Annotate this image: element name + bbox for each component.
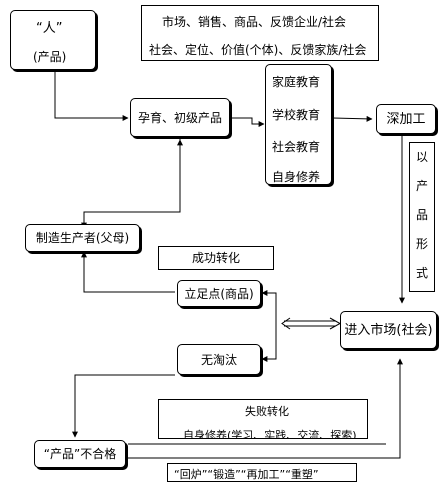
bottom-note-box: “回炉”“锻造”“再加工”“重塑” [167,463,357,482]
ren-box: “人” (产品) [10,10,96,70]
no-elimination-label: 无淘汰 [200,352,237,367]
yun-box: 孕育、初级产品 [130,98,230,137]
vertical-char: 式 [415,266,428,280]
market-box: 进入市场(社会) [340,311,437,349]
vertical-char: 形 [415,237,428,251]
foothold-label: 立足点(商品) [184,286,254,301]
bottom-note-label: “回炉”“锻造”“再加工”“重塑” [174,468,319,481]
top-note-line2: 社会、定位、价值(个体)、反馈家族/社会 [149,43,367,57]
education-item: 社会教育 [272,140,321,154]
success-label-box: 成功转化 [158,246,274,270]
education-item: 自身修养 [272,170,321,184]
success-label: 成功转化 [191,251,240,265]
yun-label: 孕育、初级产品 [137,110,222,125]
arrow-market-to-noelim [261,322,277,362]
arrow-education-to-deep [332,115,373,122]
deep-process-label: 深加工 [386,111,426,127]
education-box: 家庭教育 学校教育 社会教育 自身修养 [265,64,332,185]
arrow-market-to-foothold [261,290,277,322]
no-elimination-box: 无淘汰 [177,344,261,375]
top-note-line1: 市场、销售、商品、反馈企业/社会 [162,15,347,29]
arrow-foothold-to-parents [81,251,175,293]
arrow-reject-to-market [128,358,403,459]
vertical-char: 品 [415,208,428,222]
arrow-noelim-to-reject [72,374,175,438]
arrow-yun-to-education [230,117,265,127]
education-item: 学校教育 [272,108,321,122]
product-form-box: 以 产 品 形 式 [409,142,435,292]
fail-subtitle: 自身修养(学习、实践、交流、探索) [183,429,357,439]
deep-process-box: 深加工 [376,104,436,134]
education-item: 家庭教育 [272,75,321,89]
parents-box: 制造生产者(父母) [25,224,140,252]
arrow-ren-to-yun [54,70,129,121]
ren-title: “人” [36,21,63,36]
market-label: 进入市场(社会) [344,322,433,338]
fail-box: 失败转化 自身修养(学习、实践、交流、探索) [158,399,368,439]
foothold-box: 立足点(商品) [177,280,261,307]
parents-label: 制造生产者(父母) [35,231,130,245]
vertical-char: 以 [415,150,428,164]
top-note-box: 市场、销售、商品、反馈企业/社会 社会、定位、价值(个体)、反馈家族/社会 [141,5,379,61]
reject-label: “产品”不合格 [43,447,117,461]
vertical-char: 产 [415,179,428,193]
reject-box: “产品”不合格 [34,440,126,468]
ren-subtitle: (产品) [33,50,67,64]
fail-title: 失败转化 [245,405,289,418]
arrow-parents-yun [81,138,181,229]
